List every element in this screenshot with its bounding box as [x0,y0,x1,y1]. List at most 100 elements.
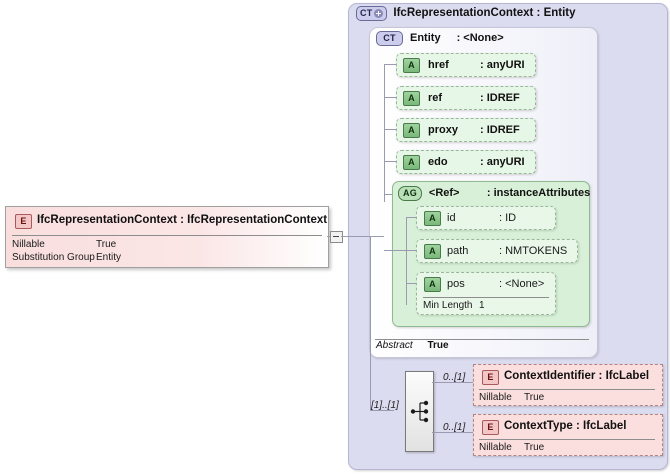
attribute-row[interactable]: A path : NMTOKENS [416,239,578,263]
facet-key: Nillable [479,392,512,403]
facet-key: Nillable [12,239,45,250]
child-cardinality: 0..[1] [443,422,466,433]
attribute-badge-label: A [408,124,415,135]
source-element-title: IfcRepresentationContext : IfcRepresenta… [37,214,328,226]
element-badge-icon: E [482,420,499,435]
basetype-name: Entity [410,32,441,44]
attribute-badge-label: A [408,92,415,103]
attribute-badge-icon: A [424,277,441,292]
connector-stub [406,250,416,251]
attribute-badge-label: A [408,59,415,70]
connector-stub [384,129,396,130]
attributegroup-name: <Ref> [428,187,460,199]
complextype-badge-icon: CT [356,5,388,21]
attribute-name: proxy [428,124,458,136]
facet-key: Substitution Group [12,252,95,263]
attribute-name: path [447,245,469,257]
facet-key: Min Length [423,300,473,311]
attributegroup-badge-label: AG [403,187,417,198]
facet-value: True [427,340,449,351]
model-group-cardinality: [1]..[1] [371,400,399,411]
attribute-type: : IDREF [480,92,520,104]
all-model-group-glyph [410,400,429,423]
connector-spine [384,64,385,202]
complextype-badge-icon: CT [376,30,403,46]
source-element-box[interactable]: E IfcRepresentationContext : IfcRepresen… [5,206,329,268]
child-element-title: ContextType : IfcLabel [504,420,627,432]
connector-to-child [432,382,473,383]
facet-divider [479,439,655,440]
attribute-badge-label: A [429,213,436,223]
expand-plus-icon[interactable] [374,8,384,18]
facet-divider [423,297,549,298]
attribute-type: : ID [499,212,517,224]
attributegroup-header[interactable]: AG <Ref> : instanceAttributes [398,185,590,201]
facet-key: Nillable [479,442,512,453]
attribute-type: : anyURI [480,156,525,168]
facet-value: 1 [479,300,485,311]
element-badge-label: E [20,216,27,226]
attribute-badge-icon: A [424,244,441,259]
connector-stub [384,194,392,195]
child-element-box[interactable]: E ContextType : IfcLabel Nillable True [473,414,663,456]
attribute-badge-icon: A [403,57,420,73]
connector-spine-outer [370,236,371,410]
attributegroup-type: : instanceAttributes [486,187,591,199]
element-badge-icon: E [15,214,32,229]
attribute-row[interactable]: A href : anyURI [396,53,536,77]
attribute-type: : IDREF [480,124,520,136]
attribute-badge-label: A [408,156,415,167]
attribute-type: : <None> [499,278,545,290]
basetype-header: CT Entity : <None> [376,30,504,46]
connector-stub [327,236,330,237]
attribute-badge-icon: A [424,211,441,226]
attribute-badge-icon: A [403,154,420,170]
attribute-row[interactable]: A id : ID [416,206,556,230]
attribute-row[interactable]: A proxy : IDREF [396,118,536,142]
connector-stub [384,97,396,98]
basetype-type: : <None> [456,32,504,44]
connector-stub [370,410,394,411]
attribute-row[interactable]: A pos : <None> Min Length 1 [416,272,556,315]
attribute-name: id [447,212,456,224]
complextype-header: CT IfcRepresentationContext : Entity [356,5,576,21]
attribute-name: edo [428,156,448,168]
attribute-name: pos [447,278,465,290]
facet-divider [479,389,655,390]
connector-spine [406,217,407,305]
element-badge-label: E [487,422,494,432]
element-badge-icon: E [482,370,499,385]
complextype-badge-label: CT [360,7,373,18]
connector-stub [384,64,396,65]
attribute-row[interactable]: A edo : anyURI [396,150,536,174]
attribute-badge-label: A [429,246,436,256]
facet-value: Entity [96,252,122,263]
collapse-toggle-icon[interactable] [330,231,343,243]
attribute-row[interactable]: A ref : IDREF [396,86,536,110]
attribute-name: href [428,59,449,71]
facet-value: True [96,239,117,250]
connector-stub [406,217,416,218]
connector-stub [384,250,406,251]
attributegroup-badge-icon: AG [398,185,422,201]
all-model-group-icon[interactable] [405,371,434,452]
child-cardinality: 0..[1] [443,372,466,383]
attribute-type: : NMTOKENS [499,245,568,257]
facet-value: True [524,392,545,403]
facet-key: Abstract [376,340,413,351]
attribute-badge-icon: A [403,90,420,106]
basetype-facet: Abstract True [376,340,449,351]
connector-stub [406,283,416,284]
child-element-title: ContextIdentifier : IfcLabel [504,370,650,382]
connector-stub [384,161,396,162]
child-element-box[interactable]: E ContextIdentifier : IfcLabel Nillable … [473,364,663,406]
attribute-type: : anyURI [480,59,525,71]
basetype-badge-label: CT [383,32,396,43]
connector-from-element [341,236,384,237]
attribute-badge-label: A [429,279,436,289]
attribute-name: ref [428,92,443,104]
connector-to-child [432,432,473,433]
complextype-title: IfcRepresentationContext : Entity [393,7,576,19]
basetype-facet-divider [375,339,589,340]
